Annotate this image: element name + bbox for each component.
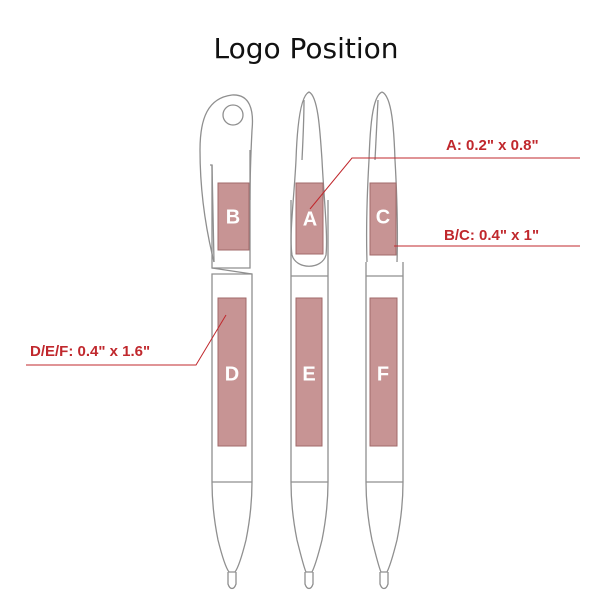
callout-def-leader: [26, 314, 227, 366]
pen-right-tip: [379, 572, 389, 590]
zone-e-label: E: [302, 363, 315, 385]
pen-middle: A E: [290, 91, 329, 590]
zone-d: [217, 297, 247, 447]
pen-right-clip: [365, 91, 399, 263]
pen-middle-clip-ridge: [301, 99, 305, 161]
pen-right-clip-ridge: [374, 99, 379, 161]
zone-c: [369, 182, 397, 256]
zone-b-label: B: [226, 206, 240, 228]
pen-left-clip: [199, 94, 254, 263]
zone-f-label: F: [377, 363, 389, 385]
zone-a-label: A: [303, 208, 317, 230]
zone-f: [369, 297, 398, 447]
pen-middle-clip: [290, 91, 328, 267]
pen-middle-barrel: [290, 200, 329, 573]
callout-def-text: D/E/F: 0.4" x 1.6": [30, 343, 150, 360]
callout-a: A: 0.2" x 0.8": [309, 137, 580, 210]
page-title: Logo Position: [213, 32, 398, 65]
pen-left-lower-barrel: [211, 273, 253, 573]
callout-a-text: A: 0.2" x 0.8": [446, 137, 539, 154]
pen-middle-tip: [304, 572, 314, 590]
callout-def: D/E/F: 0.4" x 1.6": [26, 314, 227, 366]
pen-left-tip: [227, 572, 237, 590]
callout-a-leader: [309, 157, 580, 210]
callout-bc: B/C: 0.4" x 1": [394, 227, 580, 247]
zone-e: [295, 297, 323, 447]
pen-left-clip-ring: [222, 104, 244, 126]
callout-bc-text: B/C: 0.4" x 1": [444, 227, 539, 244]
pen-left-upper-barrel: [211, 150, 251, 269]
pen-right-barrel: [365, 262, 404, 573]
zone-b: [217, 182, 250, 251]
pen-left: B D: [199, 94, 254, 590]
zone-c-label: C: [376, 206, 390, 228]
zone-a: [295, 182, 324, 255]
zone-d-label: D: [225, 363, 239, 385]
pen-left-joint: [211, 267, 253, 275]
pen-right: C F: [365, 91, 404, 590]
